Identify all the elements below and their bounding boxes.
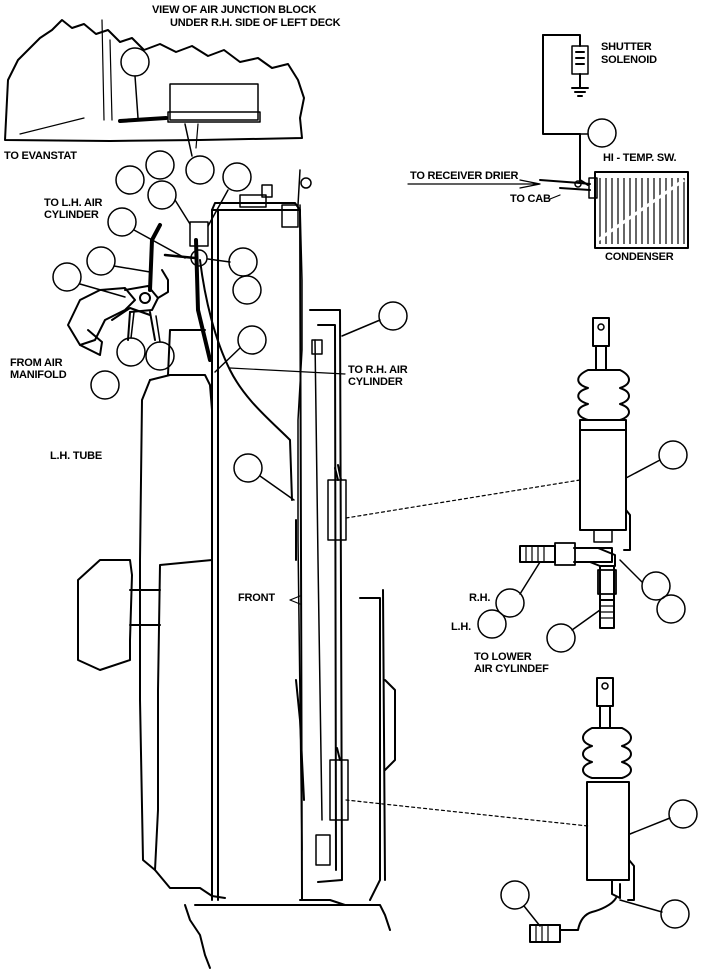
label-under-rh-side: UNDER R.H. SIDE OF LEFT DECK xyxy=(170,17,341,29)
condenser-fins xyxy=(597,178,685,244)
shroud xyxy=(309,309,396,901)
label-hi-temp-sw: HI - TEMP. SW. xyxy=(603,152,677,164)
air-cylinder-detail-lower xyxy=(529,677,635,943)
junction-block-inset xyxy=(4,19,305,149)
dashed-leaders xyxy=(345,479,589,827)
label-to-rh-air-cylinder-2: CYLINDER xyxy=(348,376,403,388)
label-to-cab: TO CAB xyxy=(510,193,551,205)
label-from-air-manifold-1: FROM AIR xyxy=(10,357,63,369)
label-lh-tube: L.H. TUBE xyxy=(50,450,102,462)
label-to-receiver-drier: TO RECEIVER DRIER xyxy=(410,170,519,182)
air-cylinder-detail-upper xyxy=(573,317,631,601)
label-condenser: CONDENSER xyxy=(605,251,674,263)
fittings-top xyxy=(163,177,312,267)
shutter-solenoid xyxy=(542,34,589,186)
lh-tube xyxy=(77,329,226,899)
label-rh: R.H. xyxy=(469,592,491,604)
label-leaders xyxy=(229,179,561,605)
fitting-rh-upper xyxy=(519,542,576,566)
label-front: FRONT xyxy=(238,592,275,604)
label-from-air-manifold-2: MANIFOLD xyxy=(10,369,67,381)
label-to-lower-1: TO LOWER xyxy=(474,651,532,663)
label-to-lower-2: AIR CYLINDEF xyxy=(474,663,549,675)
hoses xyxy=(148,169,323,851)
label-shutter: SHUTTER xyxy=(601,41,652,53)
shutter-cylinder-upper xyxy=(311,339,349,866)
fitting-lh-upper xyxy=(597,569,617,629)
callouts xyxy=(52,47,698,929)
label-solenoid: SOLENOID xyxy=(601,54,657,66)
label-lh: L.H. xyxy=(451,621,471,633)
radiator-body xyxy=(184,202,391,969)
label-to-evanstat: TO EVANSTAT xyxy=(4,150,77,162)
label-view-air-junction: VIEW OF AIR JUNCTION BLOCK xyxy=(152,4,317,16)
air-manifold-connector xyxy=(67,269,169,356)
label-to-lh-air-cylinder-1: TO L.H. AIR xyxy=(44,197,103,209)
label-to-lh-air-cylinder-2: CYLINDER xyxy=(44,209,99,221)
condenser xyxy=(539,171,689,249)
label-to-rh-air-cylinder-1: TO R.H. AIR xyxy=(348,364,408,376)
